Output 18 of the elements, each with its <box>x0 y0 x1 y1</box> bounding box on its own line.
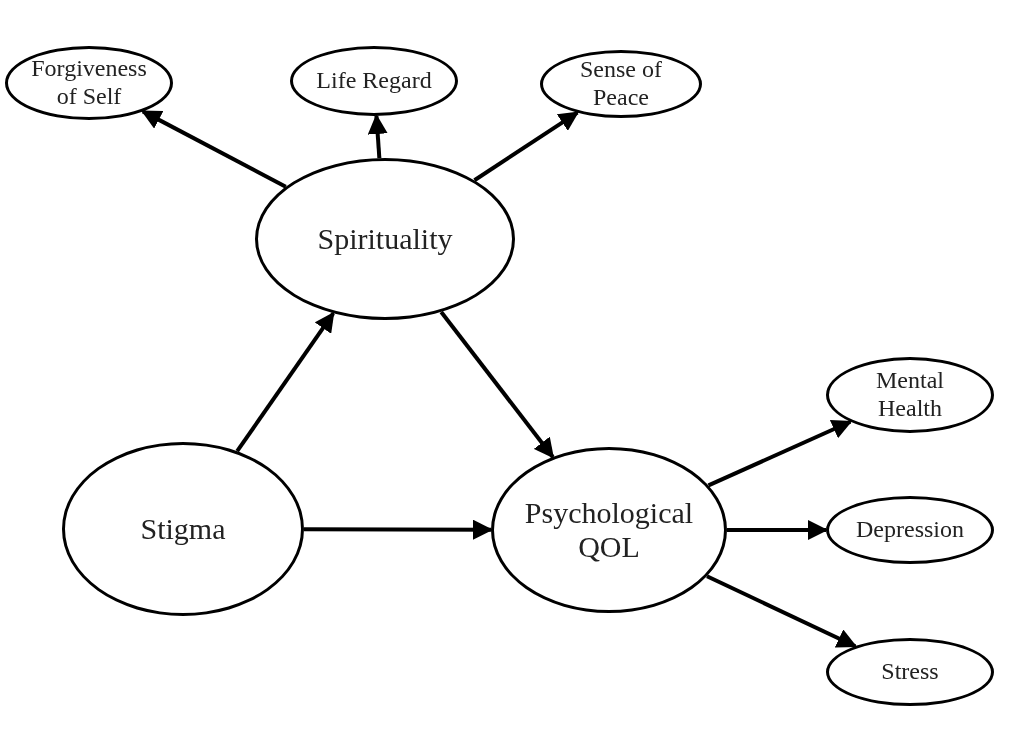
arrow <box>473 110 580 182</box>
arrow <box>439 310 555 459</box>
node-label: Sense of Peace <box>579 56 663 112</box>
arrow <box>706 574 858 648</box>
node-label: Spirituality <box>317 221 453 257</box>
node-label: Life Regard <box>316 67 432 95</box>
arrow <box>235 311 335 453</box>
arrow <box>707 419 853 488</box>
node-label: Stigma <box>140 511 226 547</box>
arrow <box>141 109 287 189</box>
node-label: Forgiveness of Self <box>30 55 148 111</box>
arrow <box>367 114 388 159</box>
node-label: Stress <box>881 658 939 686</box>
arrow <box>727 520 828 540</box>
node-label: Depression <box>856 516 964 544</box>
node-label: Mental Health <box>875 367 945 423</box>
arrow <box>304 519 493 540</box>
node-label: Psychological QOL <box>523 495 695 565</box>
